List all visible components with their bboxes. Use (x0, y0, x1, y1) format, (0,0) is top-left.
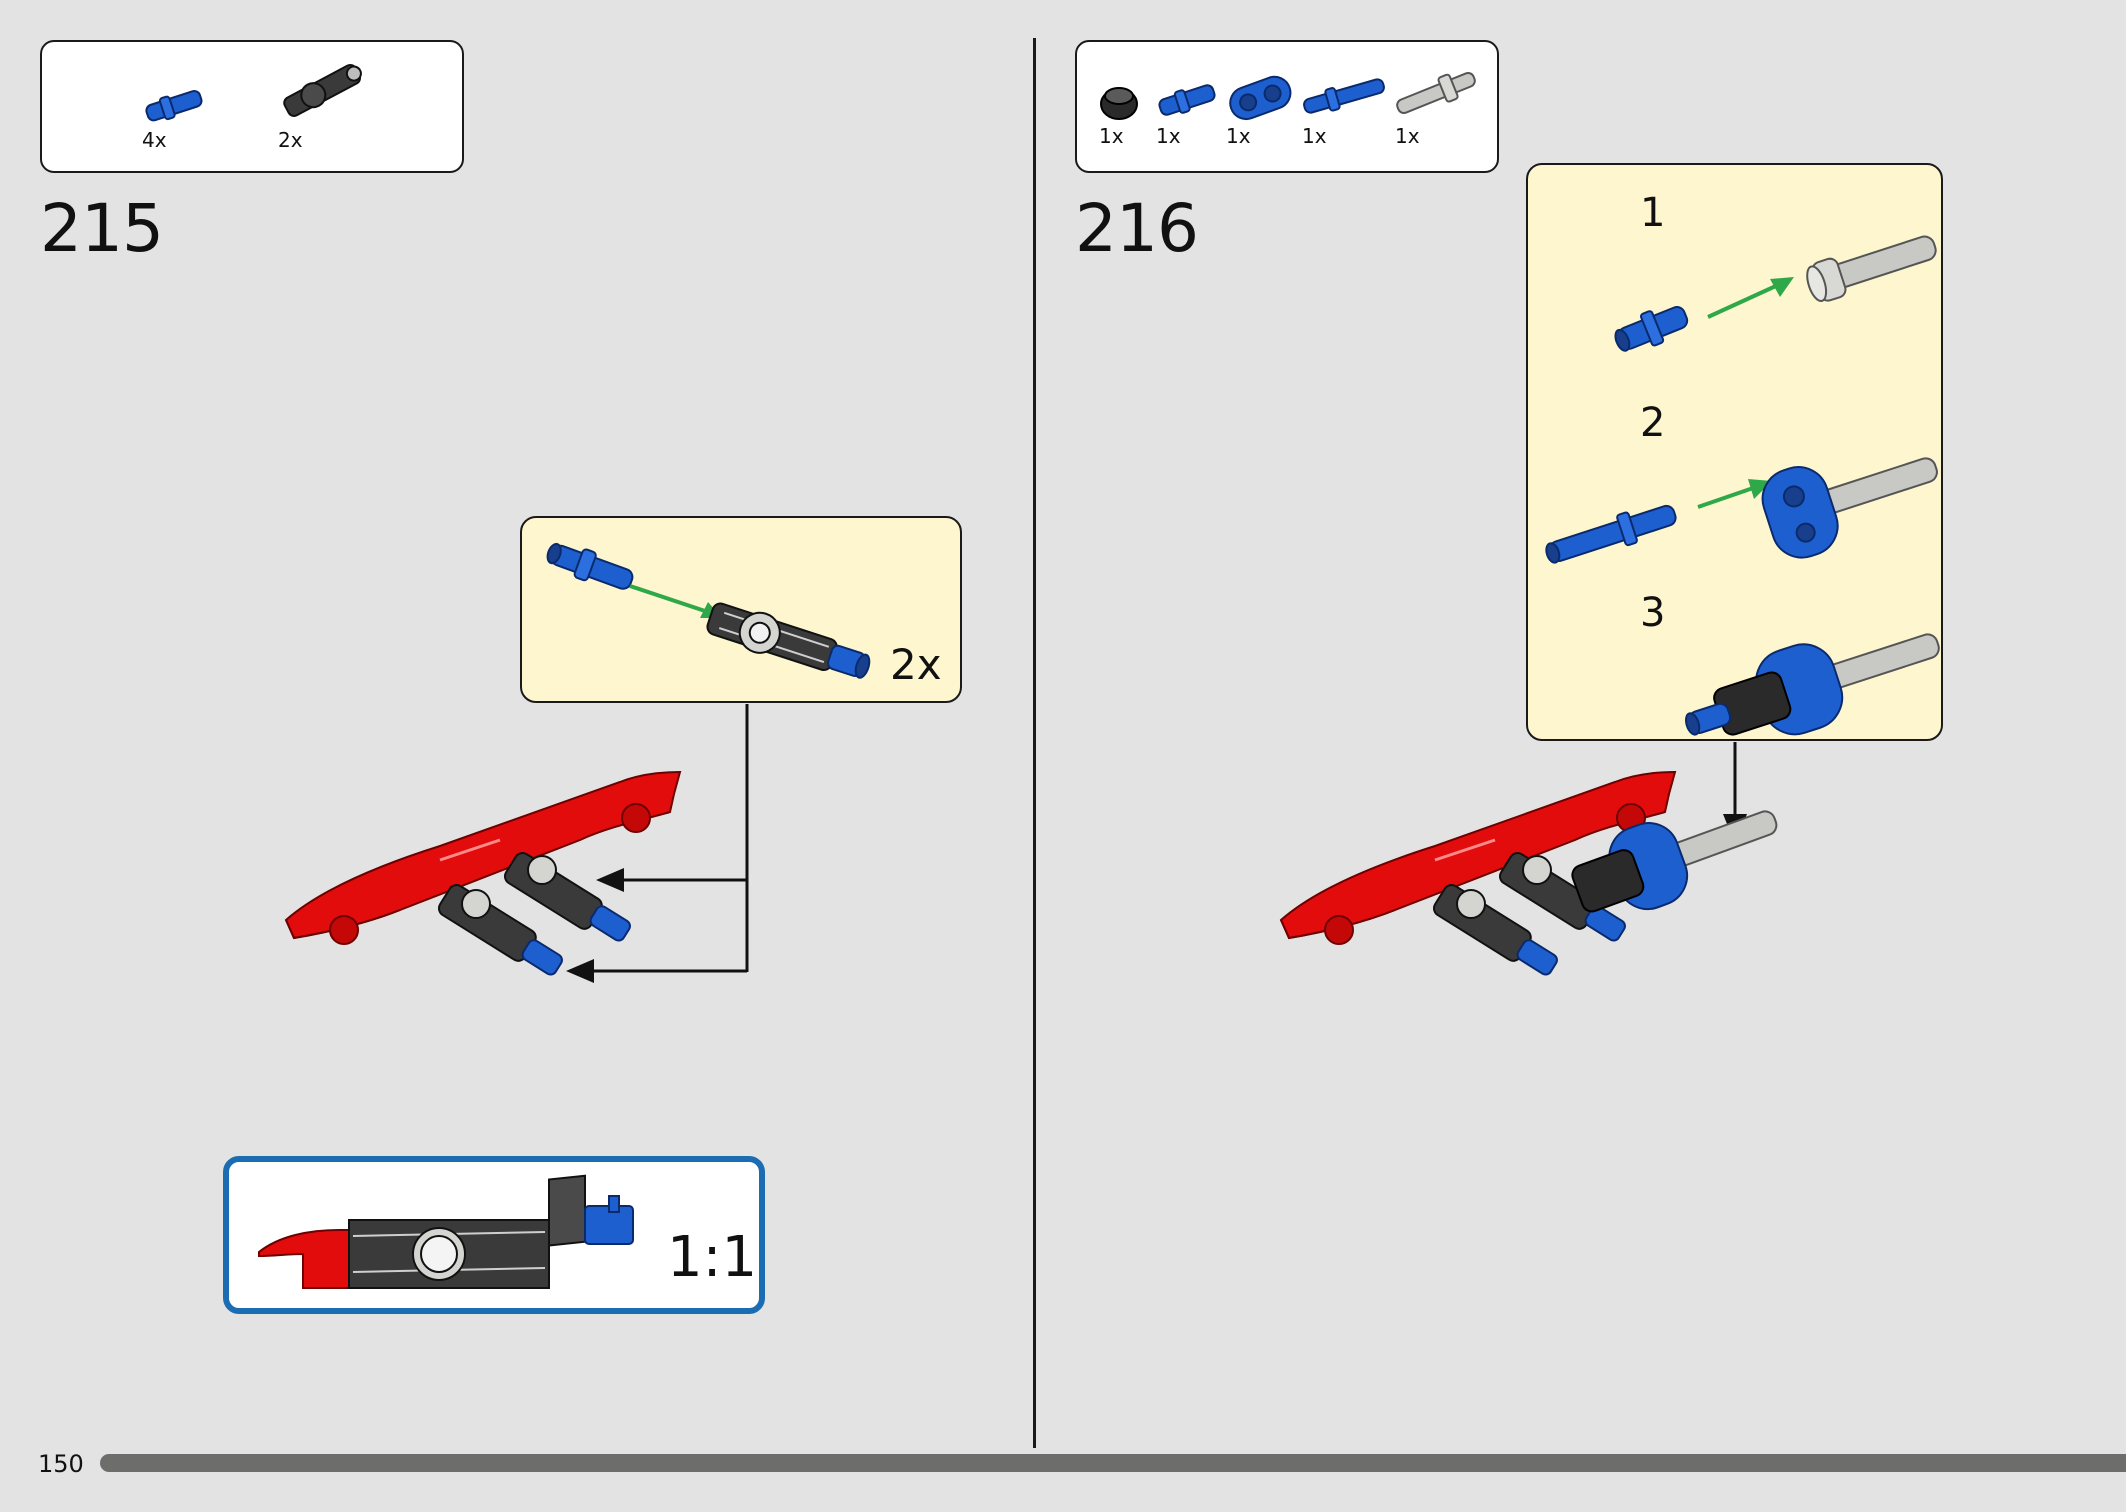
scale-label: 1:1 (667, 1225, 758, 1290)
red-body-panel-assembly (1279, 770, 1778, 976)
step-number: 216 (1075, 190, 1199, 267)
part-qty: 1x (1302, 124, 1327, 148)
part-qty: 1x (1099, 124, 1124, 148)
callout-connector-lines (566, 704, 749, 983)
black-connector-1 (504, 852, 631, 942)
substep-3-illustration (1684, 633, 1940, 736)
blue-axle-pin-icon (1158, 84, 1216, 116)
substep-2-illustration (1545, 457, 1938, 564)
page-divider (1033, 38, 1036, 1448)
page-number: 150 (38, 1450, 84, 1478)
black-bush-icon (1100, 87, 1138, 120)
black-connector-2 (438, 884, 563, 976)
blue-long-pin-icon (1303, 78, 1385, 114)
blue-axle-pin-icon (546, 542, 634, 590)
parts-list-215: 4x 2x (40, 40, 464, 173)
substep-number: 2 (1640, 400, 1666, 446)
substep-number: 1 (1640, 190, 1666, 236)
subassembly-callout-215: 2x (520, 516, 962, 703)
callout-multiplier: 2x (890, 640, 942, 689)
grey-axle-pin-icon (1396, 71, 1476, 115)
red-body-panel-assembly (284, 770, 682, 976)
substep-1-illustration (1614, 235, 1937, 352)
substep-number: 3 (1640, 590, 1666, 636)
progress-bar (100, 1454, 2126, 1472)
part-qty: 2x (278, 128, 303, 152)
black-angle-connector-icon (283, 63, 362, 117)
part-qty: 1x (1395, 124, 1420, 148)
subassembly-callout-216: 1 2 3 (1526, 163, 1943, 741)
black-angle-connector-icon (706, 602, 871, 679)
step-number: 215 (40, 190, 164, 267)
part-qty: 1x (1156, 124, 1181, 148)
blue-axle-pin-icon (145, 89, 203, 122)
blue-beam-2-icon (1229, 75, 1292, 121)
scale-part-illustration (258, 1174, 634, 1289)
scale-reference-box: 1:1 (223, 1156, 765, 1314)
part-qty: 4x (142, 128, 167, 152)
part-qty: 1x (1226, 124, 1251, 148)
parts-list-216: 1x 1x 1x 1x 1x (1075, 40, 1499, 173)
